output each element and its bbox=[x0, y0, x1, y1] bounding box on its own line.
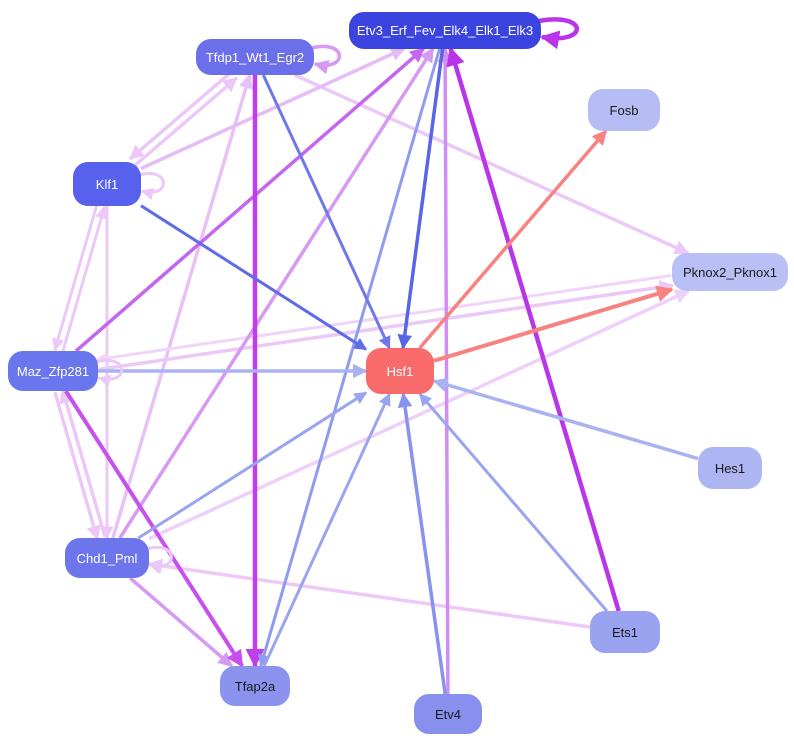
node-Klf1[interactable]: Klf1 bbox=[73, 162, 141, 206]
node-label: Tfdp1_Wt1_Egr2 bbox=[205, 49, 305, 65]
edge-Tfdp1-Klf1 bbox=[128, 70, 233, 161]
edge-Chd1-Pknox2_Pknox1 bbox=[148, 289, 690, 541]
node-Hes1[interactable]: Hes1 bbox=[698, 447, 762, 489]
edge-Hsf1-Fosb bbox=[418, 129, 608, 350]
node-Maz[interactable]: Maz_Zfp281 bbox=[8, 351, 98, 391]
self-loop-Maz bbox=[95, 359, 124, 387]
self-loop-Tfdp1 bbox=[311, 44, 342, 75]
node-label: Hsf1 bbox=[386, 363, 414, 379]
edge-Klf1-Tfdp1 bbox=[134, 76, 238, 167]
node-label: Chd1_Pml bbox=[76, 550, 138, 566]
edge-Chd1-Tfdp1 bbox=[111, 73, 253, 539]
node-label: Hes1 bbox=[714, 460, 746, 476]
edge-Chd1-Hsf1 bbox=[137, 391, 368, 540]
edge-Ets1-Hsf1 bbox=[418, 393, 609, 612]
self-loop-Chd1 bbox=[146, 545, 173, 575]
edge-Maz-Klf1 bbox=[61, 205, 108, 353]
node-label: Klf1 bbox=[95, 176, 119, 192]
edge-Pknox2_Pknox1-Maz bbox=[96, 274, 672, 365]
edge-Chd1-Tfap2a bbox=[128, 576, 234, 668]
edge-Ets1-Chd1 bbox=[147, 558, 591, 629]
node-Etv4[interactable]: Etv4 bbox=[414, 694, 482, 734]
node-Ets1[interactable]: Ets1 bbox=[590, 611, 660, 653]
node-label: Etv4 bbox=[434, 706, 461, 722]
edge-Etv4-Etv3 bbox=[437, 47, 453, 695]
node-Hsf1[interactable]: Hsf1 bbox=[366, 348, 434, 394]
edge-Etv3-Tfap2a bbox=[257, 48, 442, 668]
edge-Etv3-Hsf1 bbox=[397, 48, 445, 350]
edge-Klf1-Etv3 bbox=[140, 46, 406, 171]
node-label: Pknox2_Pknox1 bbox=[683, 264, 777, 280]
edge-Etv4-Hsf1 bbox=[397, 392, 447, 695]
self-loop-Klf1 bbox=[138, 171, 165, 201]
node-Etv3[interactable]: Etv3_Erf_Fev_Elk4_Elk1_Elk3 bbox=[349, 11, 541, 49]
node-Tfap2a[interactable]: Tfap2a bbox=[220, 666, 290, 706]
node-label: Fosb bbox=[609, 102, 639, 118]
node-Fosb[interactable]: Fosb bbox=[588, 89, 660, 131]
edge-Klf1-Hsf1 bbox=[140, 204, 368, 351]
edge-Maz-Etv3 bbox=[74, 47, 425, 353]
node-label: Tfap2a bbox=[234, 678, 276, 694]
node-label: Etv3_Erf_Fev_Elk4_Elk1_Elk3 bbox=[356, 22, 534, 38]
edge-Chd1-Maz bbox=[59, 388, 107, 538]
edge-Hsf1-Pknox2_Pknox1 bbox=[433, 285, 674, 363]
edge-Hes1-Hsf1 bbox=[432, 377, 699, 461]
edge-Maz-Pknox2_Pknox1 bbox=[98, 280, 675, 372]
edge-Tfap2a-Hsf1 bbox=[262, 392, 391, 667]
node-label: Ets1 bbox=[611, 624, 638, 640]
edge-Klf1-Maz bbox=[52, 204, 99, 352]
node-Pknox2_Pknox1[interactable]: Pknox2_Pknox1 bbox=[672, 253, 788, 291]
node-Tfdp1[interactable]: Tfdp1_Wt1_Egr2 bbox=[196, 39, 314, 75]
edge-Tfdp1-Hsf1 bbox=[261, 74, 391, 350]
node-Chd1[interactable]: Chd1_Pml bbox=[65, 538, 149, 578]
node-label: Maz_Zfp281 bbox=[16, 363, 90, 379]
self-loop-Etv3 bbox=[538, 17, 580, 50]
edge-Maz-Chd1 bbox=[53, 391, 101, 541]
